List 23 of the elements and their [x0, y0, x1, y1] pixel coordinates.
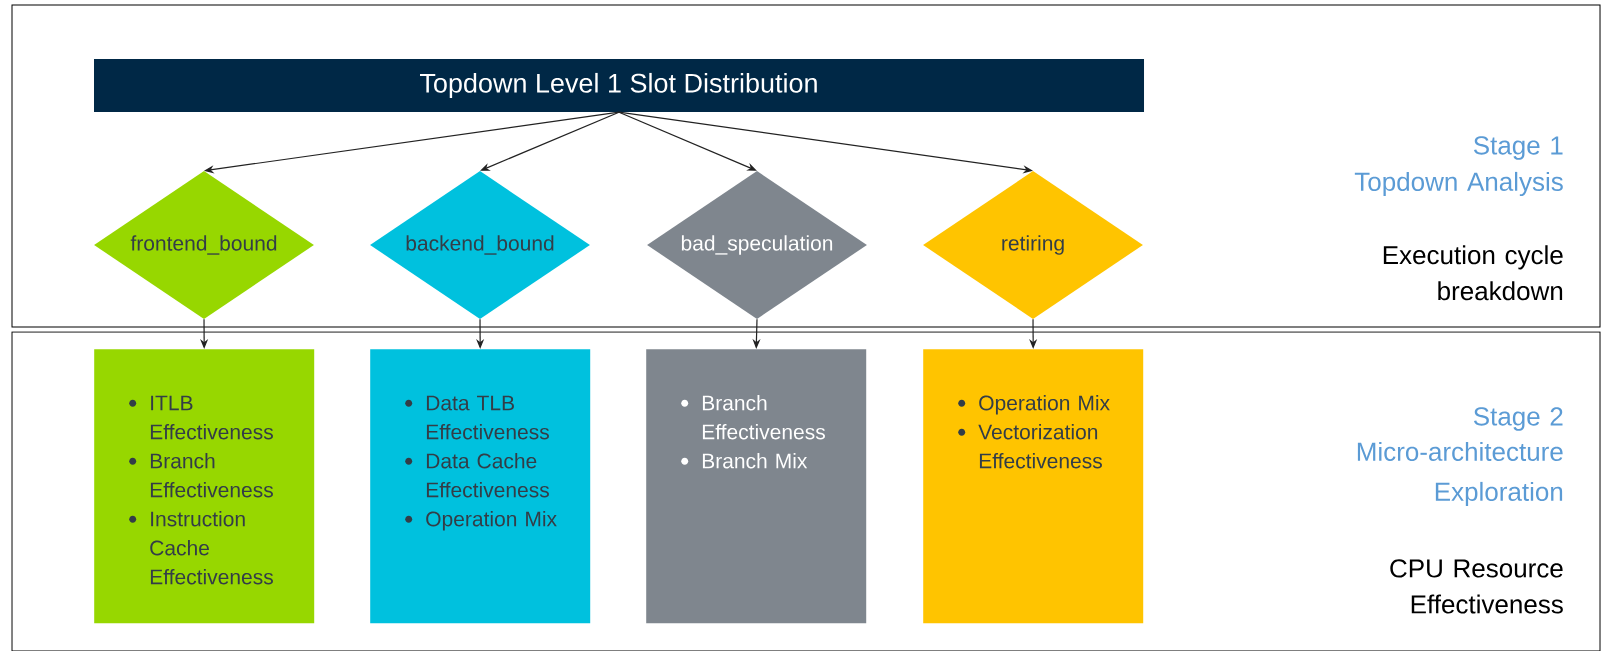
bullet-item: Data Cache Effectiveness [426, 453, 549, 498]
stage-label: Topdown Analysis [1354, 171, 1563, 197]
bullet-item: Branch Effectiveness [150, 453, 273, 498]
list-box [94, 349, 315, 624]
bullet-item: Data TLB Effectiveness [426, 395, 549, 440]
bullet-item: Vectorization Effectiveness [978, 424, 1102, 469]
arrow [480, 111, 620, 171]
stage-description: Execution cycle breakdown [1383, 245, 1563, 301]
stage-label: Stage 1 [1473, 136, 1563, 160]
arrow [618, 111, 757, 171]
bullet-item: Branch Mix [702, 453, 808, 469]
bullet-item: Branch Effectiveness [702, 395, 825, 440]
stage-description: CPU Resource Effectiveness [1390, 559, 1563, 614]
bullet-item: ITLB Effectiveness [150, 395, 273, 440]
title-bar: Topdown Level 1 Slot Distribution [94, 59, 1144, 112]
bullet-item: Instruction Cache Effectiveness [150, 511, 273, 585]
list-box [370, 349, 591, 624]
bullet-item: Operation Mix [426, 511, 557, 531]
stage-label: Micro-architecture Exploration [1357, 441, 1563, 507]
list-box [923, 349, 1144, 624]
bullet-item: Operation Mix [979, 395, 1110, 415]
stage-label: Stage 2 [1473, 407, 1563, 431]
list-box [646, 349, 867, 624]
